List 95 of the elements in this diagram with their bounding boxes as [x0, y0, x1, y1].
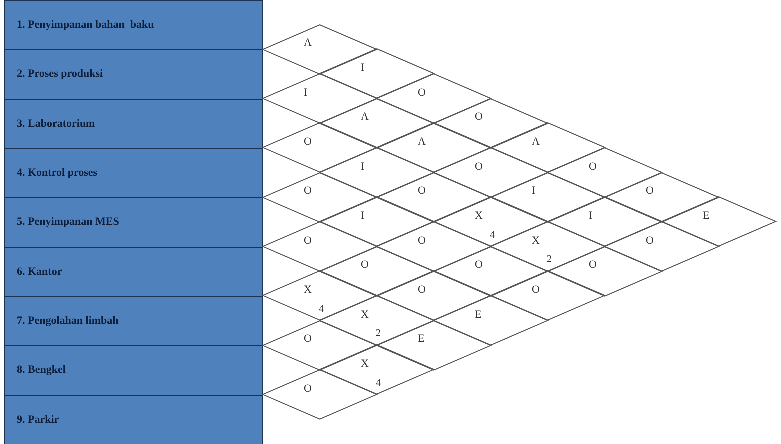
department-box	[4, 148, 263, 198]
relationship-code: E	[475, 308, 482, 321]
relationship-diamond	[377, 74, 491, 124]
relationship-code: I	[589, 210, 593, 222]
relationship-code: O	[589, 160, 597, 173]
relationship-diamond	[263, 222, 377, 272]
relationship-code: I	[532, 185, 536, 198]
relationship-diamond	[377, 271, 491, 321]
relationship-diamond	[263, 271, 377, 321]
relationship-diamond	[320, 296, 434, 346]
relationship-code: O	[418, 86, 426, 99]
relationship-diamond	[377, 222, 491, 272]
relationship-diamond	[491, 222, 605, 272]
reason-number: 2	[547, 254, 552, 266]
reason-number: 4	[376, 378, 381, 389]
relationship-code: O	[589, 259, 597, 272]
relationship-diamond	[377, 123, 491, 173]
relationship-code: O	[304, 333, 312, 346]
relationship-code: A	[304, 37, 312, 50]
relationship-code: E	[703, 210, 710, 222]
relationship-code: O	[304, 185, 312, 198]
relationship-code: O	[475, 111, 483, 124]
relationship-code: X	[361, 358, 369, 370]
relationship-code: X	[532, 234, 540, 247]
relationship-diamond	[320, 197, 434, 247]
relationship-code: X	[361, 308, 369, 321]
relationship-code: X	[304, 284, 312, 296]
relationship-code: A	[418, 136, 426, 148]
department-box	[4, 246, 263, 297]
relationship-code: I	[361, 160, 365, 173]
relationship-code: A	[361, 111, 369, 124]
relationship-diamond	[263, 24, 377, 74]
relationship-diamond	[662, 197, 776, 247]
reason-number: 4	[319, 304, 324, 315]
relationship-code: E	[418, 333, 425, 346]
relationship-diamond	[320, 148, 434, 198]
department-label: 5. Penyimpanan MES	[17, 216, 120, 228]
relationship-code: I	[361, 62, 365, 74]
department-label: 7. Pengolahan limbah	[17, 315, 119, 328]
relationship-diamond	[263, 370, 377, 420]
relationship-code: I	[361, 210, 365, 222]
department-label: 3. Laboratorium	[17, 118, 96, 130]
department-box	[4, 345, 263, 396]
relationship-code: O	[475, 259, 483, 272]
relationship-diamond	[320, 98, 434, 148]
relationship-code: I	[304, 86, 308, 99]
relationship-diamond	[434, 148, 548, 198]
relationship-code: O	[418, 284, 426, 296]
relationship-diamond	[263, 74, 377, 124]
department-label: 4. Kontrol proses	[17, 167, 98, 180]
department-label: 6. Kantor	[17, 266, 62, 278]
relationship-diamond	[320, 246, 434, 296]
department-box	[4, 197, 263, 248]
department-box	[4, 0, 263, 50]
relationship-code: O	[304, 136, 312, 148]
relationship-code: O	[475, 160, 483, 173]
relationship-diamond	[320, 49, 434, 99]
relationship-diamond	[491, 172, 605, 222]
relationship-diamond	[320, 345, 434, 395]
relationship-diamond	[548, 246, 662, 296]
department-label: 8. Bengkel	[17, 364, 66, 376]
department-label: 9. Parkir	[17, 414, 60, 426]
relationship-diamond	[434, 197, 548, 247]
relationship-code: O	[418, 234, 426, 247]
relationship-diamond	[605, 172, 719, 222]
relationship-code: O	[304, 234, 312, 247]
relationship-code: O	[361, 259, 369, 272]
relationship-code: O	[304, 382, 312, 395]
department-label: 2. Proses produksi	[17, 68, 104, 80]
relationship-code: O	[418, 185, 426, 198]
department-box	[4, 98, 263, 149]
reason-number: 2	[376, 328, 381, 340]
department-box	[4, 49, 263, 100]
relationship-code: X	[475, 210, 483, 222]
relationship-diamond	[434, 98, 548, 148]
relationship-diamond	[263, 320, 377, 370]
relationship-diamond	[377, 320, 491, 370]
reason-number: 4	[490, 230, 495, 241]
relationship-diamond	[377, 172, 491, 222]
relationship-code: A	[532, 136, 540, 148]
department-box	[4, 394, 263, 444]
relationship-diamond	[263, 172, 377, 222]
relationship-code: O	[532, 284, 540, 296]
relationship-diamond	[434, 296, 548, 346]
department-label: 1. Penyimpanan bahan baku	[17, 19, 154, 32]
relationship-code: O	[646, 185, 654, 198]
relationship-diamond	[434, 246, 548, 296]
department-box	[4, 296, 263, 346]
relationship-diamond	[548, 197, 662, 247]
relationship-diamond	[263, 123, 377, 173]
relationship-diamond	[548, 148, 662, 198]
relationship-diamond	[491, 123, 605, 173]
relationship-code: O	[646, 234, 654, 247]
relationship-diamond	[491, 271, 605, 321]
relationship-diamond	[605, 222, 719, 272]
